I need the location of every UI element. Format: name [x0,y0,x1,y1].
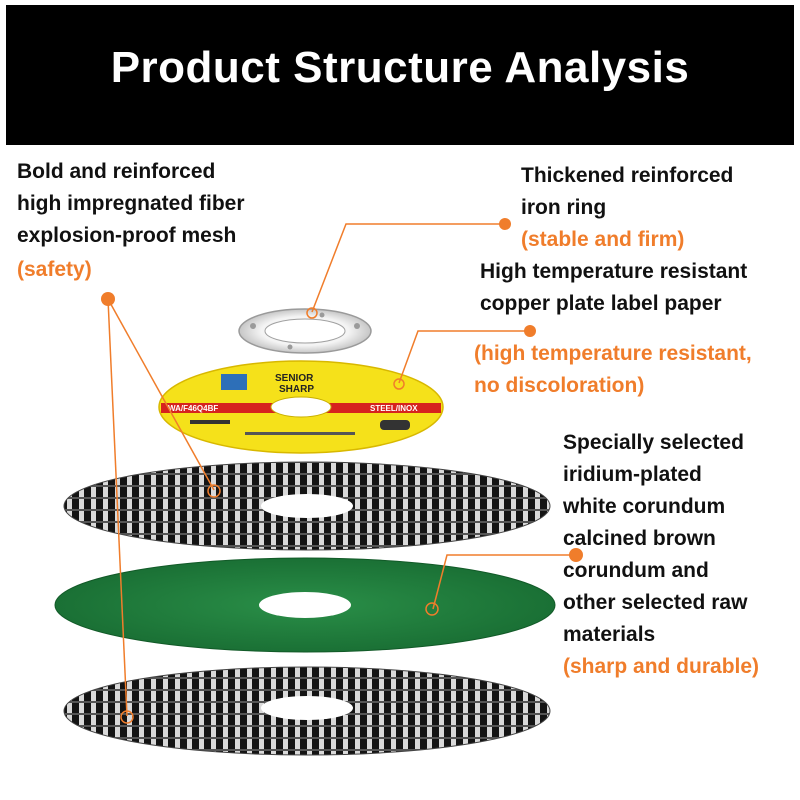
label-line-1: High temperature resistant [480,260,748,283]
ring-note: (stable and firm) [521,228,685,251]
label-line-2: copper plate label paper [480,292,722,315]
abrasive-note: (sharp and durable) [563,655,760,678]
brand-text-2: SHARP [279,384,314,395]
mesh-target-ring-2 [120,710,134,724]
mesh-line-1: Bold and reinforced [17,160,216,183]
abrasive-line-1: Specially selected [563,431,744,454]
label-paper-disc: SENIOR SHARP WA/F46Q4BF STEEL/INOX [158,360,444,454]
abrasive-callout-dot [569,548,583,562]
abrasive-line-7: materials [563,623,656,646]
label-note-line-1: (high temperature resistant, [474,342,752,365]
mesh-line-3: explosion-proof mesh [17,224,237,247]
brand-text: SENIOR [275,373,314,384]
abrasive-line-6: other selected raw [563,591,748,614]
label-callout-dot [524,325,536,337]
mesh-note: (safety) [17,258,92,281]
abrasive-callout: Specially selected iridium-plated white … [563,427,747,651]
ring-line-1: Thickened reinforced [521,164,734,187]
label-target-ring [393,378,405,390]
abrasive-target-ring [425,602,439,616]
abrasive-line-5: corundum and [563,559,709,582]
model-text: WA/F46Q4BF [168,404,218,413]
fiber-mesh-disc-bottom [63,666,551,756]
label-note-line-2: no discoloration) [474,374,645,397]
callout-dots [101,218,583,724]
abrasive-line-3: white corundum [563,495,726,518]
fiber-mesh-disc-top [63,461,551,551]
label-paper-note: (high temperature resistant, no discolor… [474,338,752,402]
ring-line-2: iron ring [521,196,607,219]
mesh-callout-dot [101,292,115,306]
leader-lines [107,223,576,717]
mesh-target-ring-1 [207,484,221,498]
ring-target-ring [306,307,318,319]
abrasive-line-2: iridium-plated [563,463,702,486]
mesh-callout: Bold and reinforced high impregnated fib… [17,156,245,252]
label-paper-callout: High temperature resistant copper plate … [480,256,747,320]
iron-ring [238,308,372,354]
ring-callout-dot [499,218,511,230]
abrasive-line-4: calcined brown [563,527,716,550]
abrasive-disc [54,557,556,653]
header-banner: Product Structure Analysis [6,5,794,145]
material-text: STEEL/INOX [370,404,418,413]
ring-callout: Thickened reinforced iron ring [521,160,733,224]
mesh-line-2: high impregnated fiber [17,192,245,215]
page-title: Product Structure Analysis [110,43,690,92]
